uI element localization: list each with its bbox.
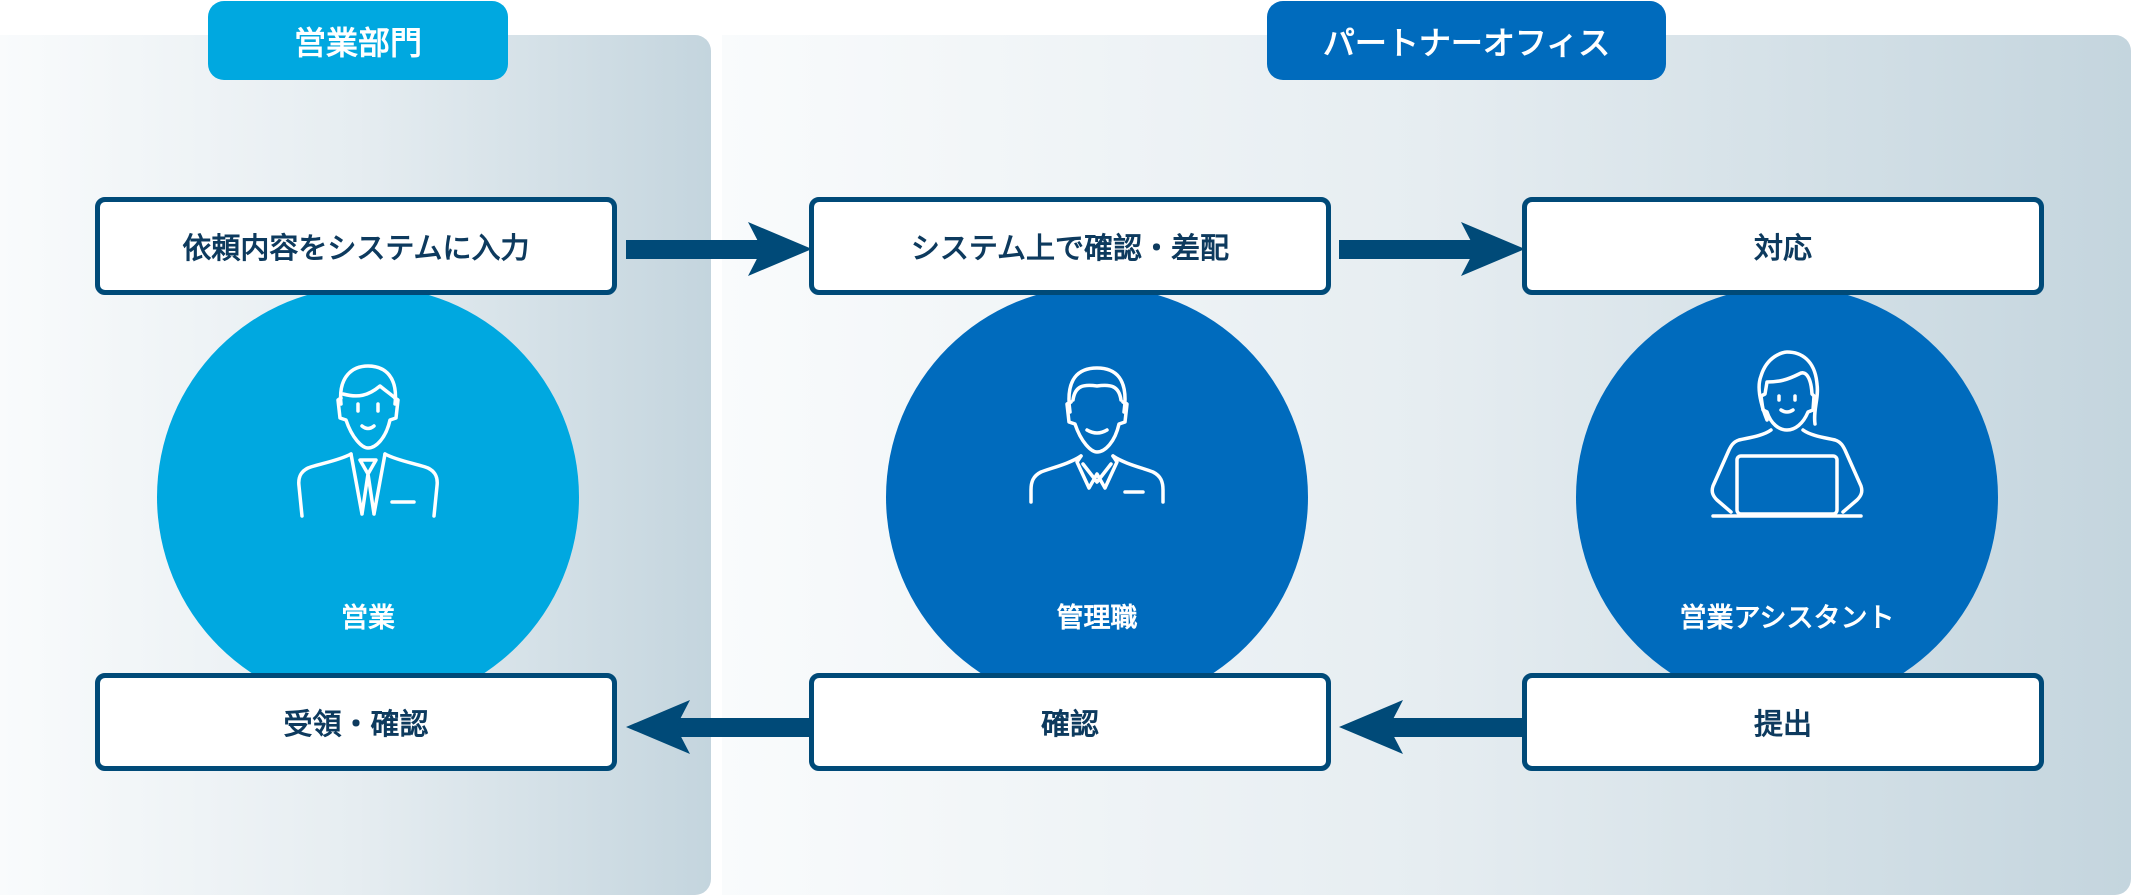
role-label-sales: 営業 bbox=[341, 603, 395, 634]
manager-icon bbox=[1029, 366, 1165, 504]
sales-department-tab: 営業部門 bbox=[208, 1, 508, 80]
assistant-at-laptop-icon bbox=[1710, 350, 1864, 518]
role-circle-assistant: 営業アシスタント bbox=[1576, 286, 1998, 708]
step-receive-confirm: 受領・確認 bbox=[95, 673, 617, 771]
role-label-assistant: 営業アシスタント bbox=[1679, 603, 1895, 634]
role-circle-manager: 管理職 bbox=[886, 286, 1308, 708]
arrow-right-2 bbox=[1339, 222, 1525, 276]
arrow-left-2 bbox=[1339, 700, 1525, 754]
partner-office-tab: パートナーオフィス bbox=[1267, 1, 1666, 80]
arrow-left-1 bbox=[626, 700, 812, 754]
businessman-icon bbox=[297, 364, 439, 518]
step-confirm: 確認 bbox=[809, 673, 1331, 771]
arrow-right-1 bbox=[626, 222, 812, 276]
step-submit: 提出 bbox=[1522, 673, 2044, 771]
role-circle-sales: 営業 bbox=[157, 286, 579, 708]
step-input-request: 依頼内容をシステムに入力 bbox=[95, 197, 617, 295]
step-respond: 対応 bbox=[1522, 197, 2044, 295]
role-label-manager: 管理職 bbox=[1056, 603, 1138, 634]
step-confirm-assign: システム上で確認・差配 bbox=[809, 197, 1331, 295]
